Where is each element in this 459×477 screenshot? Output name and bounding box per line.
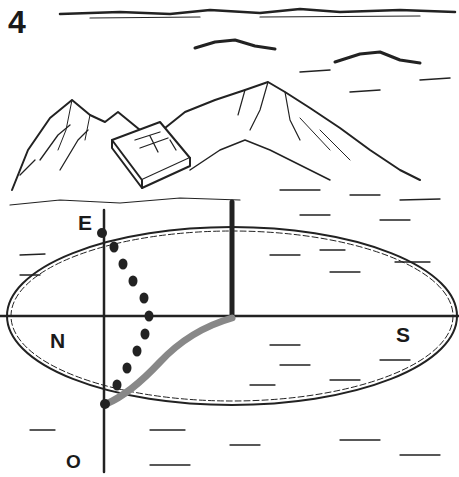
compass-letter: E — [78, 212, 92, 233]
compass-letter: S — [396, 324, 410, 345]
label-holder: E — [78, 212, 92, 233]
label-holder: N — [50, 330, 65, 351]
callout-number: 4 — [8, 6, 26, 38]
compass-letter: O — [66, 452, 81, 471]
label-holder: 4 — [8, 6, 26, 38]
label-holder: O — [66, 452, 81, 471]
label-holder: S — [396, 324, 410, 345]
compass-letter: N — [50, 330, 65, 351]
